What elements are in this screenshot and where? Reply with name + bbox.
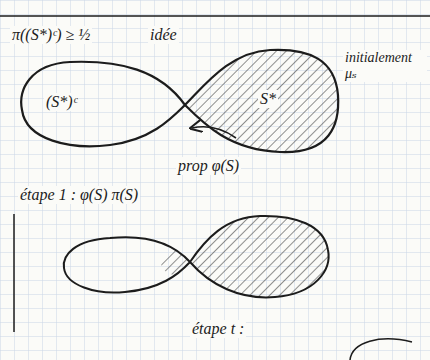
hatched-lobe xyxy=(185,50,338,152)
partial-shape xyxy=(350,339,412,360)
sketch-label: idée xyxy=(148,26,179,44)
dumbbell-outline xyxy=(64,216,329,297)
margin-line xyxy=(13,214,15,332)
sketch-label: initialement μₛ xyxy=(343,50,427,82)
sketch-label: S* xyxy=(258,90,278,108)
flow-arrow xyxy=(192,127,236,138)
dumbbell-outline xyxy=(21,50,338,152)
sketch-label: étape 1 : φ(S) π(S) xyxy=(18,186,140,204)
sketch-label: π((S*)ᶜ) ≥ ½ xyxy=(10,26,92,44)
hatched-lobe xyxy=(190,216,329,297)
sketch-label: prop φ(S) xyxy=(176,157,241,175)
rule-line xyxy=(0,15,430,17)
leak-hatch xyxy=(161,249,191,275)
sketch-label: (S*)ᶜ xyxy=(44,93,79,111)
sketch-label: étape t : xyxy=(190,320,246,338)
